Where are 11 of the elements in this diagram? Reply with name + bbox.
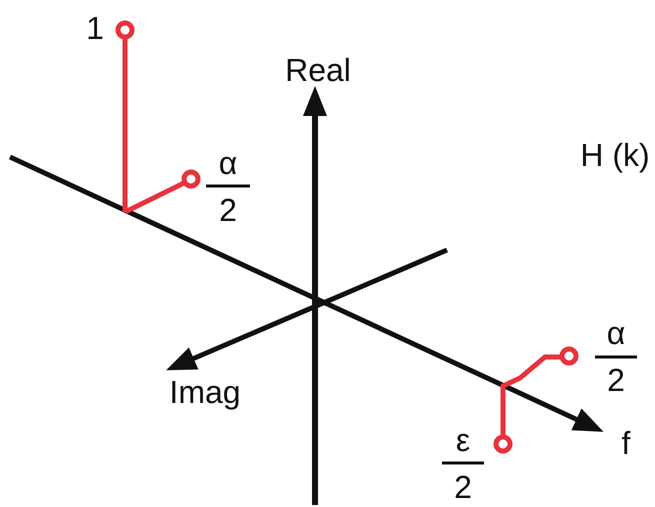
- value-label: ε: [456, 423, 470, 457]
- axis-label: f: [622, 426, 630, 460]
- value-label: 2: [454, 470, 472, 504]
- axis-label: Imag: [169, 375, 241, 409]
- axis-label: Real: [285, 53, 351, 87]
- value-label: 2: [219, 193, 237, 227]
- function-label: H (k): [580, 138, 650, 172]
- value-label: 1: [86, 11, 104, 45]
- value-label: α: [606, 316, 626, 350]
- value-label: α: [218, 146, 238, 180]
- value-label: 2: [607, 363, 625, 397]
